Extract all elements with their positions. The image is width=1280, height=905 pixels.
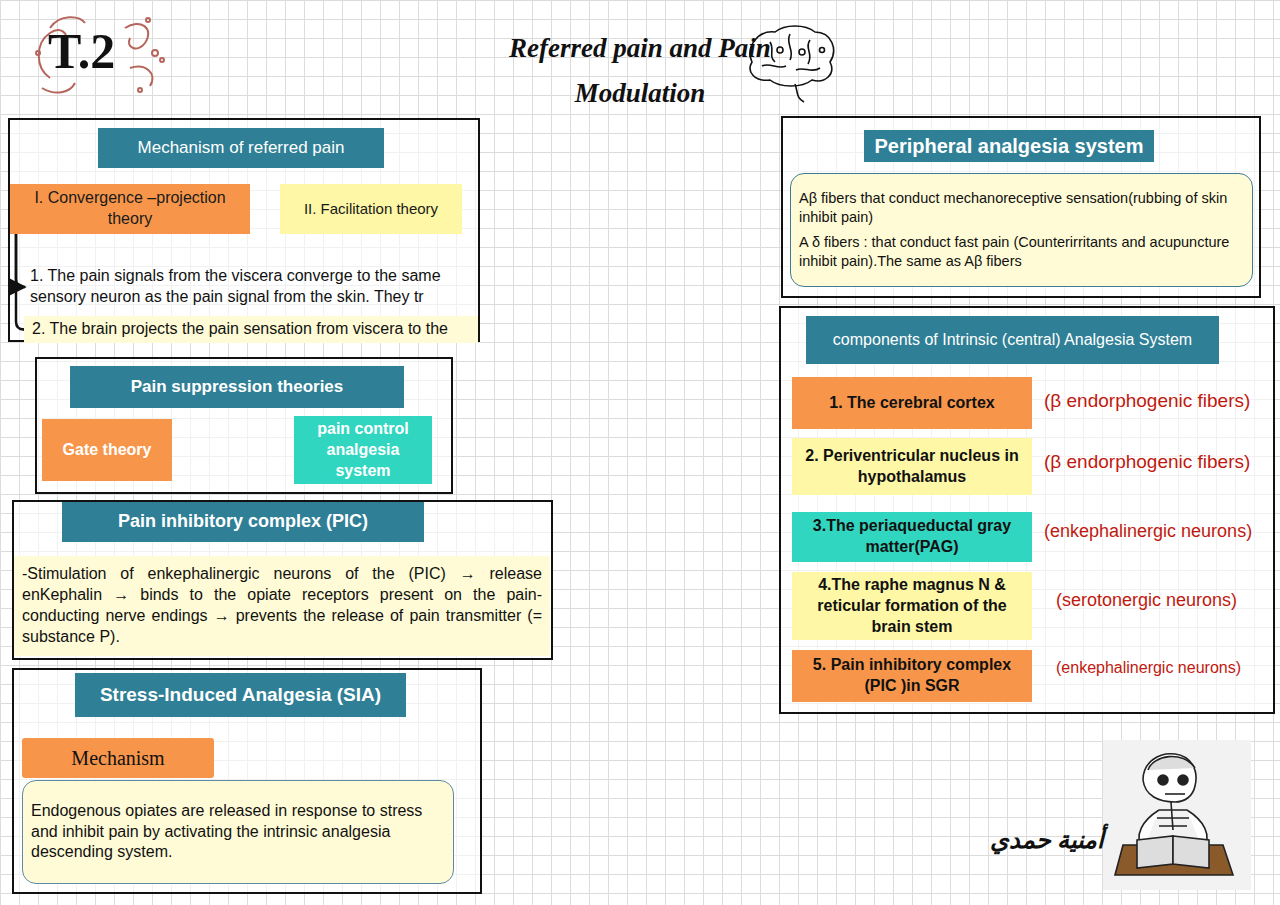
node-text: Mechanism of referred pain: [106, 137, 376, 159]
theory-box: pain control analgesia system: [294, 416, 432, 484]
heading-box: Peripheral analgesia system: [864, 130, 1154, 162]
neuron-type: (β endorphogenic fibers): [1044, 390, 1250, 412]
node-text: 1. The pain signals from the viscera con…: [30, 266, 474, 308]
body-box: Aβ fibers that conduct mechanoreceptive …: [790, 173, 1253, 287]
node-text: Stress-Induced Analgesia (SIA): [83, 683, 398, 708]
node-text: 1. The cerebral cortex: [800, 393, 1024, 414]
node-text: Mechanism: [30, 745, 206, 771]
component-box: 4.The raphe magnus N & reticular formati…: [792, 572, 1032, 640]
signature: أمنية حمدي: [990, 826, 1104, 854]
theory-box: Gate theory: [42, 419, 172, 481]
component-box: 2. Periventricular nucleus in hypothalam…: [792, 438, 1032, 495]
heading-box: Pain suppression theories: [70, 366, 404, 408]
node-text: 2. Periventricular nucleus in hypothalam…: [800, 446, 1024, 488]
node-text: pain control analgesia system: [302, 419, 424, 481]
component-box: 3.The periaqueductal gray matter(PAG): [792, 512, 1032, 562]
neuron-type: (β endorphogenic fibers): [1044, 451, 1250, 473]
connector-arrow: [16, 234, 25, 287]
node-text: Pain inhibitory complex (PIC): [70, 510, 416, 533]
node-text: components of Intrinsic (central) Analge…: [814, 330, 1211, 351]
skeleton-illustration: [1103, 740, 1251, 890]
list-item: 2. The brain projects the pain sensation…: [24, 316, 478, 343]
node-text: Endogenous opiates are released in respo…: [31, 801, 445, 863]
node-text: Aβ fibers that conduct mechanoreceptive …: [799, 189, 1244, 227]
component-box: 5. Pain inhibitory complex (PIC )in SGR: [792, 650, 1032, 702]
node-text: 3.The periaqueductal gray matter(PAG): [800, 516, 1024, 558]
theory-box: I. Convergence –projection theory: [10, 184, 250, 234]
heading-box: Pain inhibitory complex (PIC): [62, 502, 424, 542]
subheading-box: Mechanism: [22, 738, 214, 778]
theory-box: II. Facilitation theory: [280, 184, 462, 234]
connector-arrow: [16, 234, 24, 329]
node-text: 2. The brain projects the pain sensation…: [32, 319, 470, 340]
node-text: -Stimulation of enkephalinergic neurons …: [22, 564, 542, 647]
node-text: Gate theory: [50, 440, 164, 461]
node-text: I. Convergence –projection theory: [18, 188, 242, 230]
page-title: Referred pain and Pain Modulation: [495, 26, 785, 115]
node-text: Peripheral analgesia system: [872, 133, 1146, 159]
node-text: A δ fibers : that conduct fast pain (Cou…: [799, 233, 1244, 271]
body-box: Endogenous opiates are released in respo…: [22, 780, 454, 884]
component-box: 1. The cerebral cortex: [792, 377, 1032, 429]
neuron-type: (enkephalinergic neurons): [1044, 521, 1252, 542]
list-item: 1. The pain signals from the viscera con…: [26, 262, 478, 312]
node-text: 5. Pain inhibitory complex (PIC )in SGR: [800, 655, 1024, 697]
node-text: Pain suppression theories: [78, 376, 396, 398]
neuron-type: (serotonergic neurons): [1056, 590, 1237, 611]
node-text: 4.The raphe magnus N & reticular formati…: [800, 575, 1024, 637]
neuron-type: (enkephalinergic neurons): [1056, 659, 1241, 677]
logo-mark: T.2: [48, 22, 115, 80]
body-box: -Stimulation of enkephalinergic neurons …: [14, 556, 550, 656]
heading-box: Mechanism of referred pain: [98, 128, 384, 168]
heading-box: Stress-Induced Analgesia (SIA): [75, 673, 406, 717]
node-text: II. Facilitation theory: [288, 199, 454, 219]
heading-box: components of Intrinsic (central) Analge…: [806, 316, 1219, 364]
